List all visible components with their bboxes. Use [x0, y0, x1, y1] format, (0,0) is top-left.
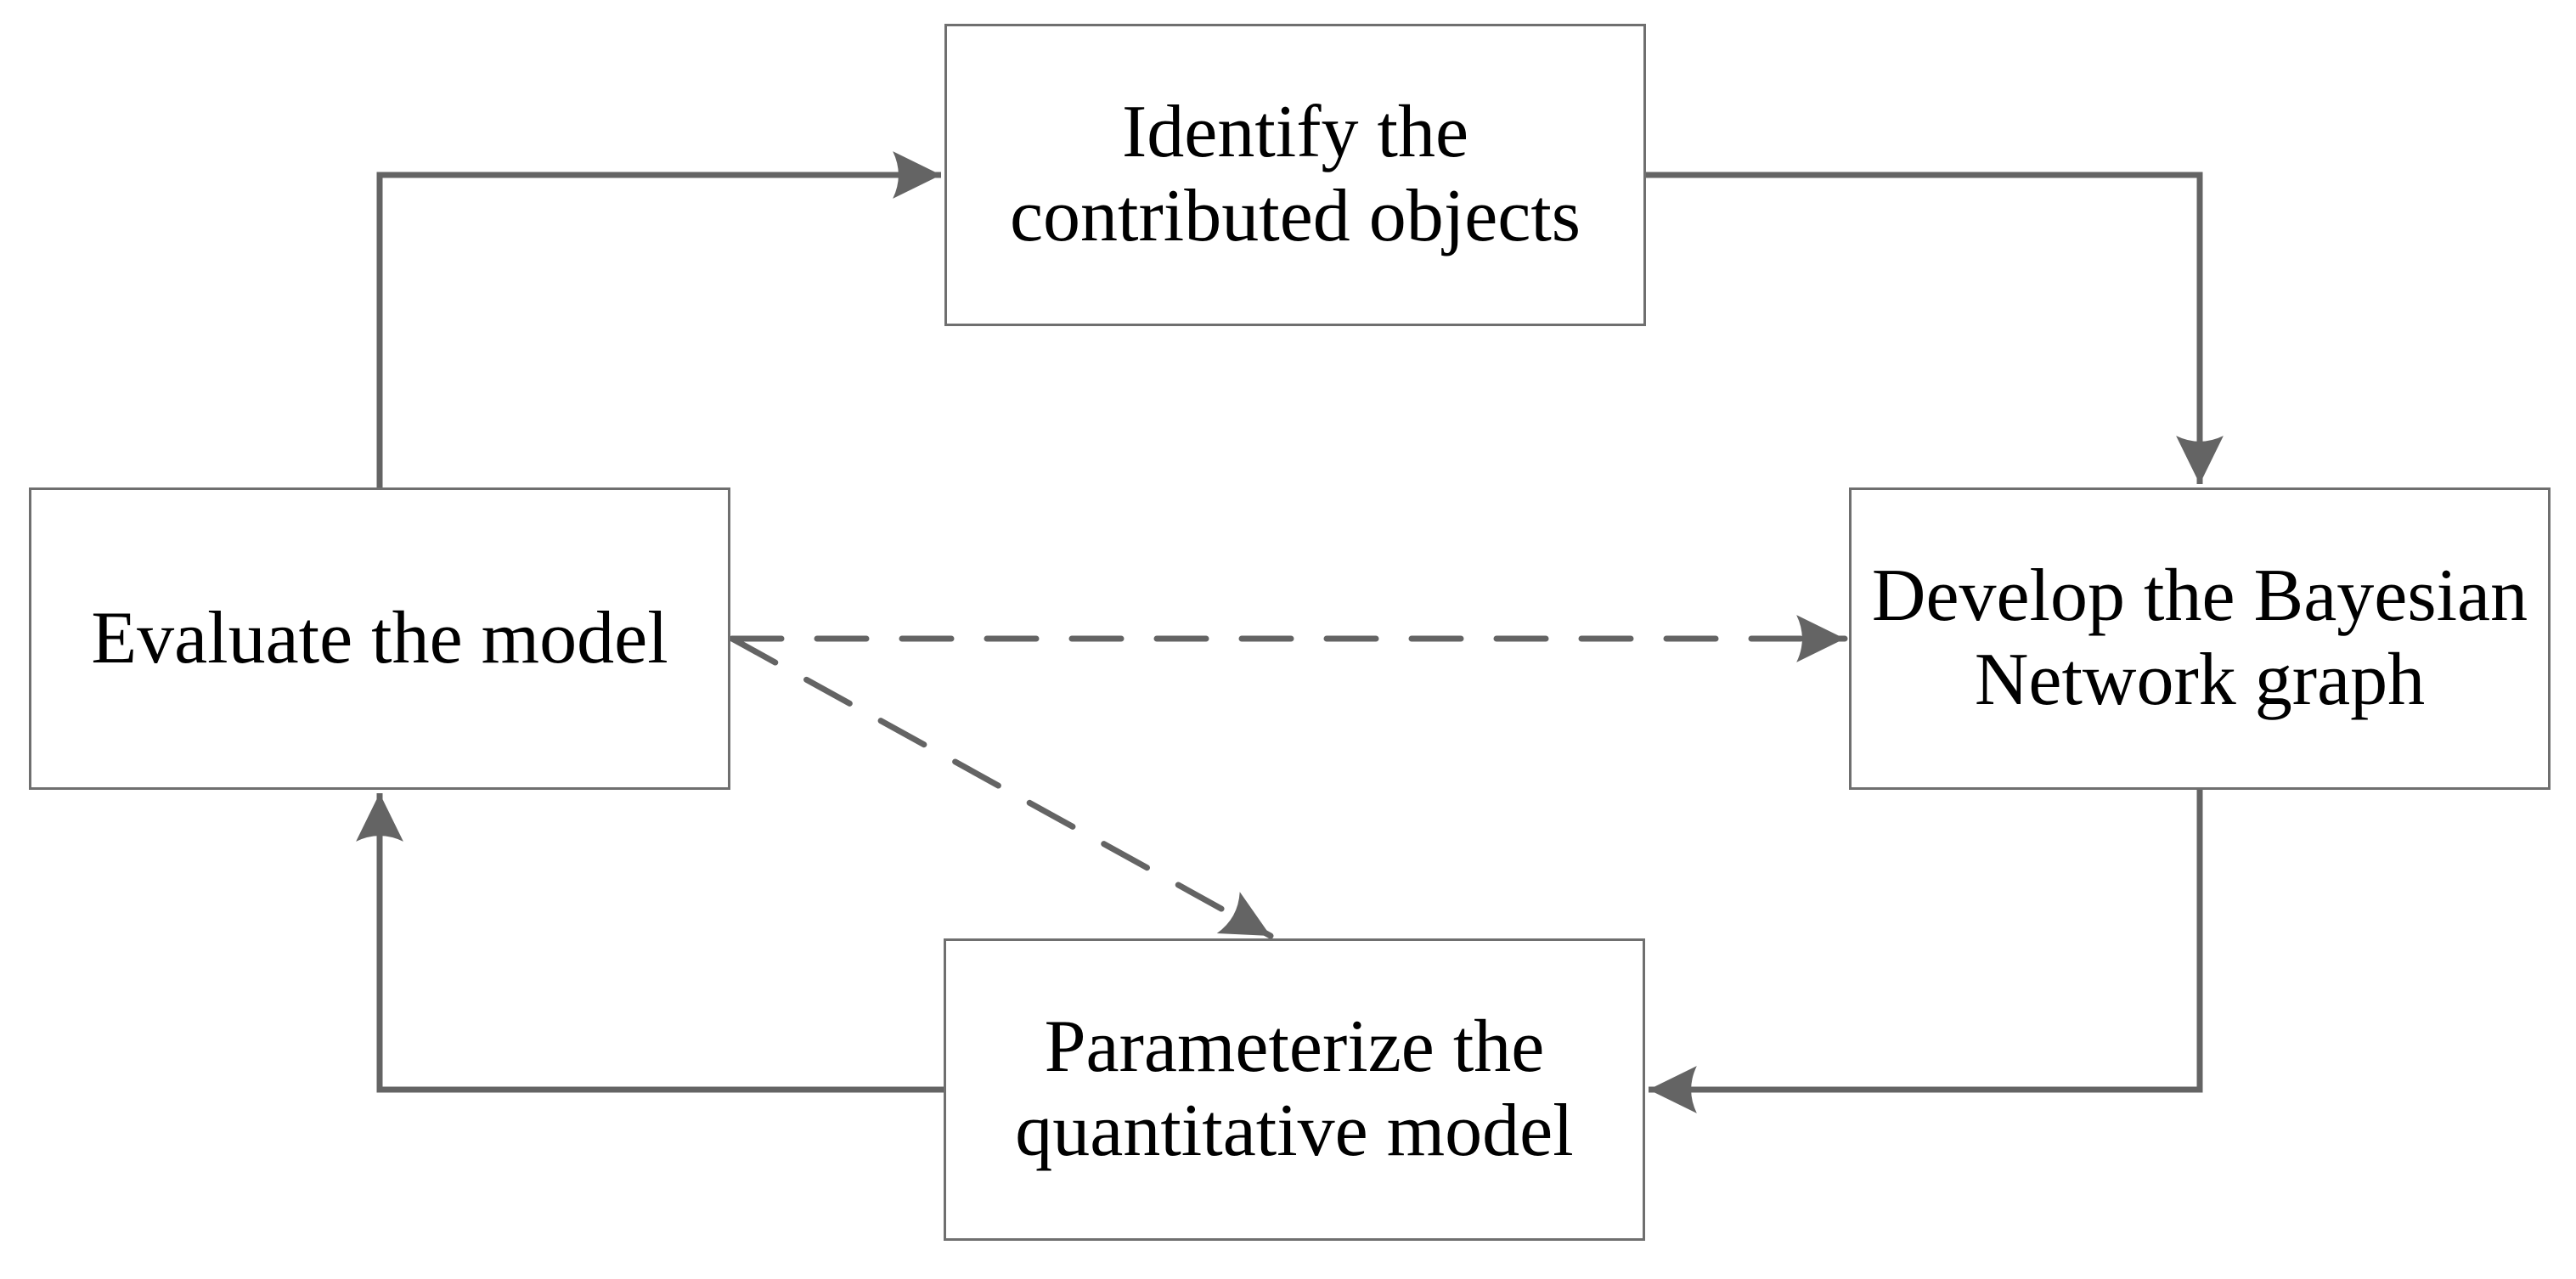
connector-develop-to-parameterize: [1649, 790, 2203, 1113]
connector-evaluate-to-identify: [376, 151, 941, 487]
node-parameterize: Parameterize the quantitative model: [944, 938, 1645, 1241]
connector-parameterize-to-evaluate: [356, 793, 944, 1093]
node-develop: Develop the Bayesian Network graph: [1849, 487, 2551, 790]
connector-identify-to-develop: [1646, 172, 2224, 484]
node-evaluate: Evaluate the model: [29, 487, 730, 790]
node-parameterize-label: Parameterize the quantitative model: [1015, 1006, 1574, 1172]
node-identify: Identify the contributed objects: [944, 24, 1646, 326]
node-evaluate-label: Evaluate the model: [91, 596, 668, 679]
node-identify-label: Identify the contributed objects: [1009, 91, 1581, 257]
node-develop-label: Develop the Bayesian Network graph: [1871, 555, 2528, 721]
connector-evaluate-to-parameterize: [729, 635, 1274, 939]
